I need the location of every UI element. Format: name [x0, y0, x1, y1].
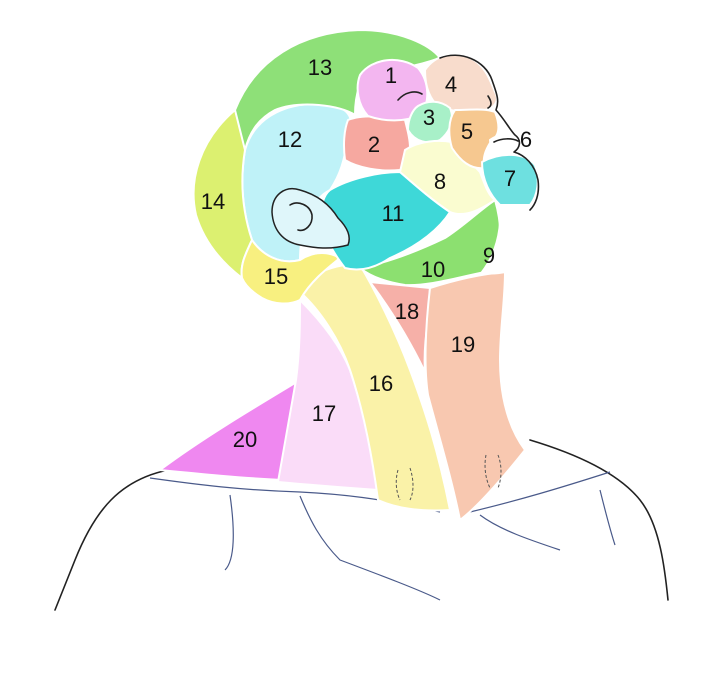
nostril-mark — [487, 95, 492, 109]
region-14 — [192, 109, 253, 279]
shoulder-outline-right — [529, 439, 669, 601]
face-profile-outline — [439, 54, 540, 211]
region-label: 17 — [312, 401, 336, 426]
region-19 — [424, 271, 526, 521]
region-label: 7 — [504, 166, 516, 191]
region-label: 8 — [434, 169, 446, 194]
ear-inner — [289, 202, 313, 232]
chest-line-right — [479, 489, 616, 551]
region-label: 11 — [382, 201, 405, 226]
eye-mark — [397, 91, 423, 101]
region-label: 13 — [308, 55, 332, 80]
region-label: 3 — [423, 105, 435, 130]
region-label: 2 — [368, 132, 380, 157]
region-9 — [481, 204, 531, 275]
region-label: 1 — [385, 63, 397, 88]
region-label: 12 — [278, 127, 302, 152]
region-label: 5 — [461, 119, 473, 144]
tendon-left — [395, 467, 414, 501]
clavicle-right — [469, 471, 611, 513]
region-label: 9 — [483, 243, 495, 268]
region-label: 16 — [369, 371, 393, 396]
chest-line-left — [224, 494, 441, 601]
region-label: 15 — [264, 264, 288, 289]
region-label: 20 — [233, 427, 257, 452]
region-label: 14 — [201, 189, 225, 214]
lip-mark — [493, 138, 519, 143]
region-label: 6 — [520, 127, 532, 152]
region-label: 10 — [421, 257, 445, 282]
shoulder-outline-left — [54, 469, 169, 611]
region-label: 19 — [451, 332, 475, 357]
region-5 — [448, 108, 500, 170]
region-6 — [489, 132, 521, 151]
region-7 — [481, 153, 539, 206]
region-label: 18 — [395, 299, 419, 324]
region-20 — [159, 379, 301, 481]
tendon-right — [484, 454, 502, 489]
region-label: 4 — [445, 72, 457, 97]
